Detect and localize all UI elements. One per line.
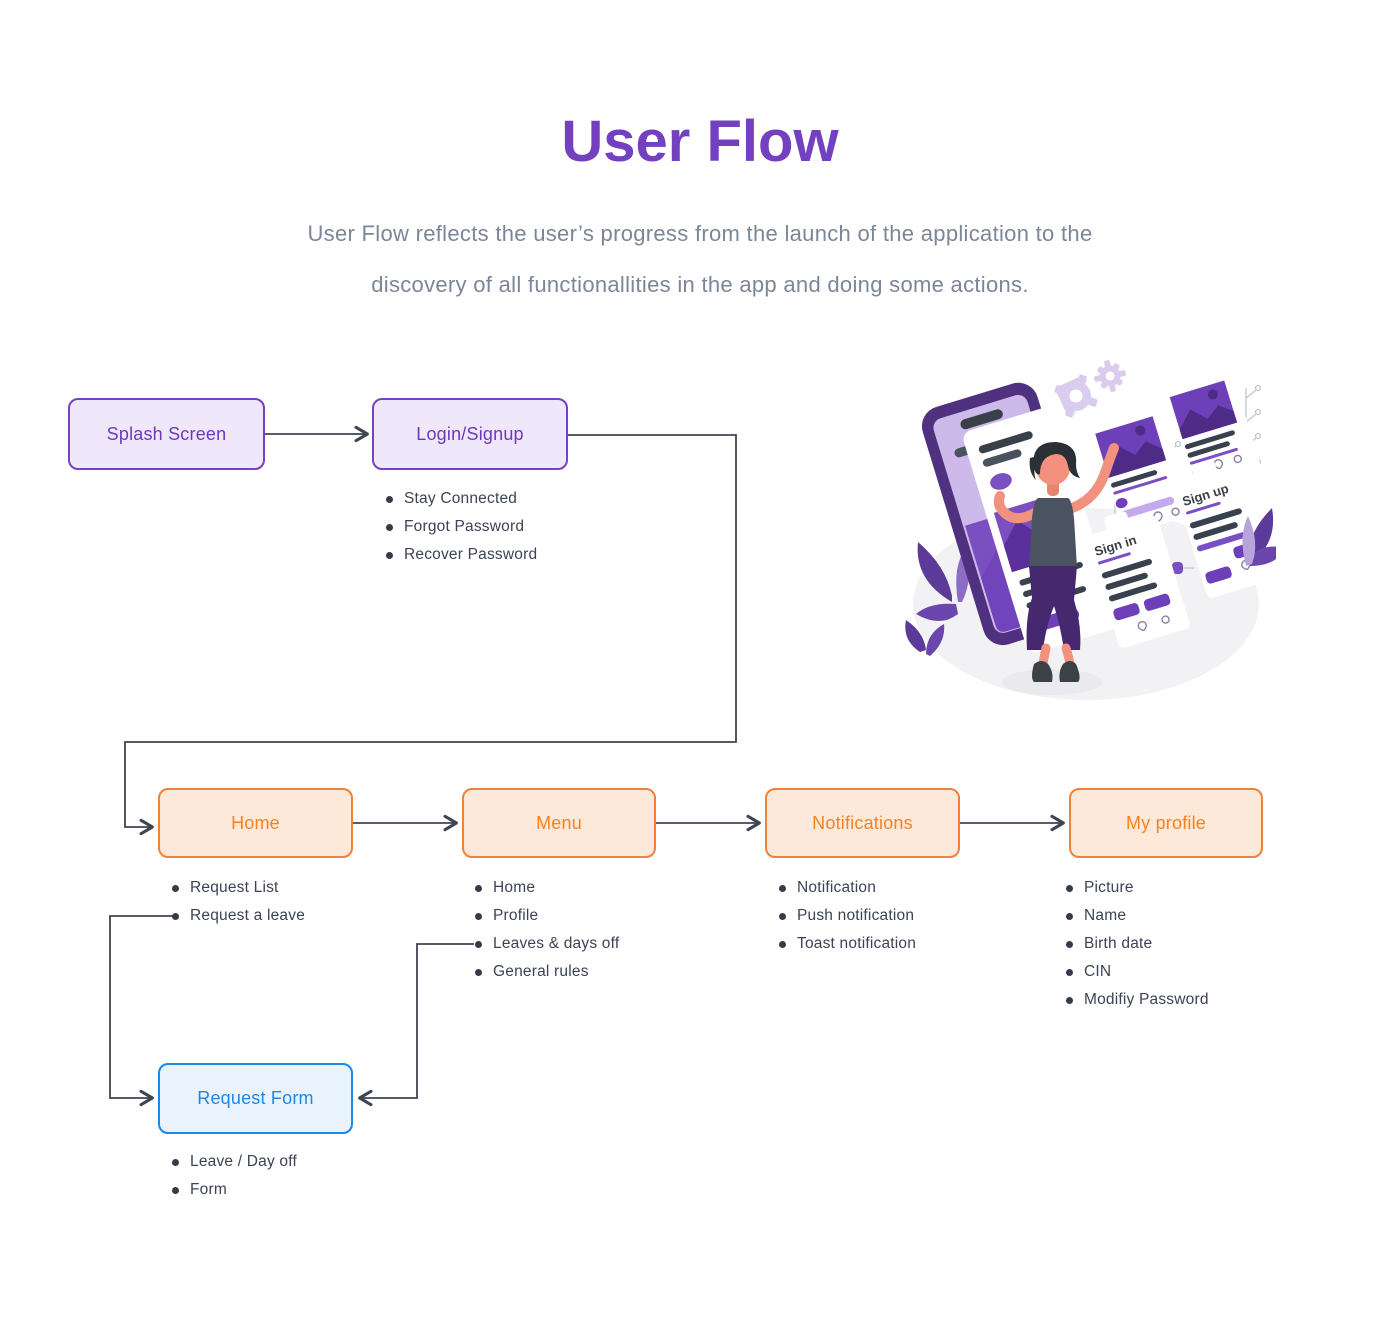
node-login-signup-label: Login/Signup — [416, 423, 524, 444]
node-request-form-label: Request Form — [197, 1088, 314, 1108]
bullet-item: Request a leave — [172, 902, 305, 930]
page-title: User Flow — [561, 109, 839, 174]
node-home: Home — [158, 788, 353, 858]
bullet-item: Birth date — [1066, 930, 1209, 958]
app-card-illustration — [1164, 365, 1263, 494]
node-login-signup: Login/Signup — [372, 398, 568, 470]
bullet-item: Name — [1066, 902, 1209, 930]
person-illustration — [993, 442, 1119, 695]
node-splash-screen-label: Splash Screen — [106, 423, 227, 444]
signup-illustration: Sign in Sign up — [905, 360, 1276, 700]
node-notifications: Notifications — [765, 788, 960, 858]
bullet-item: Home — [475, 874, 619, 902]
plant-left-icon — [905, 542, 970, 656]
node-request-form: Request Form — [158, 1063, 353, 1134]
bullet-item: Profile — [475, 902, 619, 930]
app-card-illustration — [1090, 400, 1194, 535]
bullet-item: Notification — [779, 874, 916, 902]
page-subtitle-line2: discovery of all functionallities in the… — [371, 272, 1029, 297]
node-notifications-label: Notifications — [812, 812, 913, 833]
connector-leavesdaysoff-to-requestform — [358, 943, 474, 1107]
node-my-profile-label: My profile — [1125, 812, 1207, 833]
node-my-profile: My profile — [1069, 788, 1263, 858]
node-menu: Menu — [462, 788, 656, 858]
bullet-item: Leaves & days off — [475, 930, 619, 958]
page-subtitle-line1: User Flow reflects the user’s progress f… — [307, 221, 1093, 246]
bullet-item: Modifiy Password — [1066, 986, 1209, 1014]
bullet-item: Stay Connected — [386, 485, 537, 513]
node-home-label: Home — [231, 812, 280, 833]
bullet-item: CIN — [1066, 958, 1209, 986]
bullet-item: Toast notification — [779, 930, 916, 958]
bullet-item: Form — [172, 1176, 297, 1204]
node-menu-label: Menu — [536, 812, 582, 833]
bullet-item: Leave / Day off — [172, 1148, 297, 1176]
gear-icon — [1054, 360, 1126, 418]
bullet-item: Request List — [172, 874, 305, 902]
bullet-item: Forgot Password — [386, 513, 537, 541]
sign-in-card-illustration: Sign in — [1085, 511, 1190, 648]
plant-right-icon — [1242, 508, 1276, 566]
node-splash-screen: Splash Screen — [68, 398, 265, 470]
bullet-item: Push notification — [779, 902, 916, 930]
bullet-item: Picture — [1066, 874, 1209, 902]
bullet-item: General rules — [475, 958, 619, 986]
bullet-item: Recover Password — [386, 541, 537, 569]
